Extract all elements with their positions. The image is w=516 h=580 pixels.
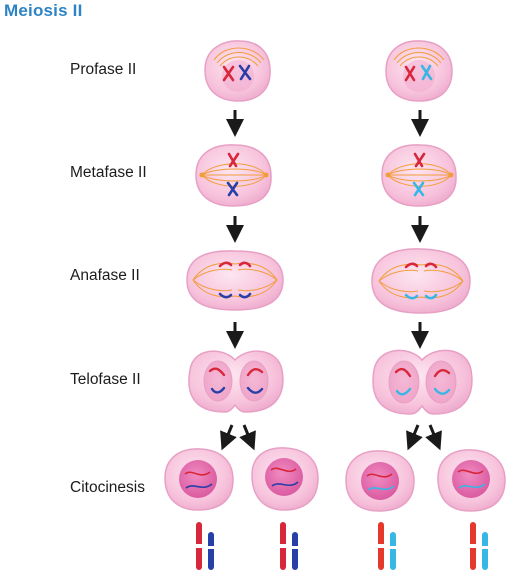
chromosome-red — [222, 65, 235, 82]
chromatids-light-blue — [404, 293, 438, 300]
chromosome-pair-2 — [280, 522, 298, 570]
figure-title: Meiosis II — [4, 1, 83, 20]
stage-label-telofase: Telofase II — [70, 371, 141, 388]
daughter-cell-3 — [345, 450, 415, 512]
cell-metafase-left — [195, 144, 272, 207]
stage-label-anafase: Anafase II — [70, 267, 140, 284]
chromosome-red — [413, 152, 426, 168]
arrow-down-right — [425, 424, 442, 451]
daughter-cell-2 — [251, 447, 319, 511]
chromosome-light-blue — [420, 64, 433, 81]
cell-profase-left — [204, 40, 271, 102]
arrow-down-left — [220, 424, 237, 451]
stage-label-citocinesis: Citocinesis — [70, 479, 145, 496]
cell-profase-right — [385, 40, 453, 102]
chromosome-pair-4 — [470, 522, 488, 570]
chromatids-red — [404, 262, 438, 269]
chromatids-blue — [218, 292, 252, 299]
cell-telofase-left — [188, 350, 284, 413]
chromosome-red — [404, 65, 416, 82]
stage-label-metafase: Metafase II — [70, 164, 147, 181]
chromosome-pair-1 — [196, 522, 214, 570]
cell-metafase-right — [381, 144, 457, 207]
stage-label-profase: Profase II — [70, 61, 137, 78]
cell-anafase-right — [371, 248, 471, 314]
arrow-down-right — [239, 424, 256, 451]
chromosome-red — [227, 152, 240, 168]
daughter-cell-1 — [164, 448, 234, 511]
arrow-down-left — [406, 424, 423, 451]
daughter-cell-4 — [437, 449, 506, 512]
cell-telofase-right — [372, 349, 473, 415]
chromosome-light-blue — [412, 181, 425, 197]
chromosome-blue — [226, 181, 239, 197]
chromosome-blue — [238, 64, 252, 81]
chromosome-pair-3 — [378, 522, 396, 570]
cell-anafase-left — [186, 250, 284, 311]
chromatids-red — [218, 261, 252, 268]
